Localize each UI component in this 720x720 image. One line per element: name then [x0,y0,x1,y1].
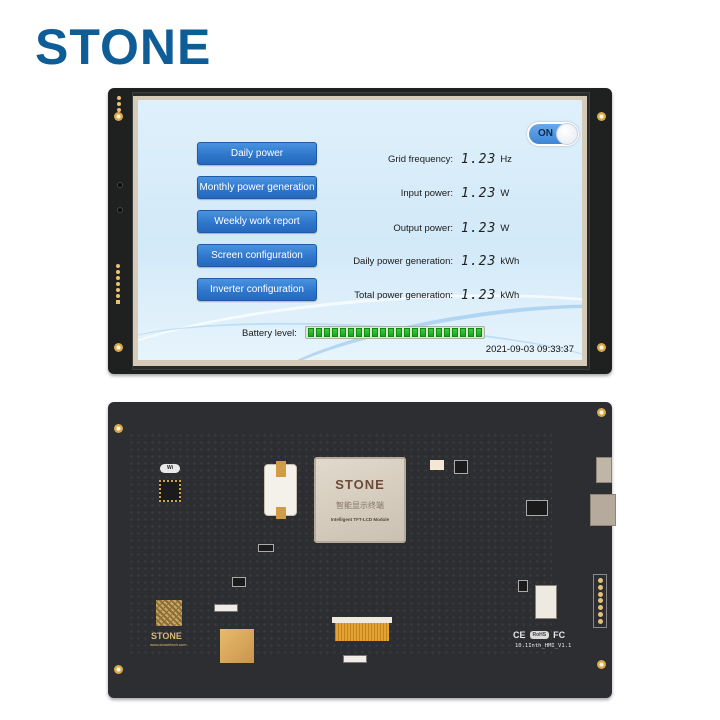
button-hole-icon [117,207,123,213]
power-toggle[interactable]: ON [527,122,579,146]
battery-segment [460,328,466,337]
ic-chip [518,580,528,592]
small-connector [214,604,238,612]
qr-code [156,600,182,626]
uart-pin-header [116,264,120,304]
ic-chip [258,544,274,552]
monthly-power-generation-button[interactable]: Monthly power generation [197,176,317,199]
battery-segment [340,328,346,337]
battery-segment [364,328,370,337]
battery-segment [348,328,354,337]
battery-segment [316,328,322,337]
metric-value: 1.23 [461,253,497,269]
mount-hole-icon [597,660,606,669]
metric-value: 1.23 [461,287,497,303]
coin-battery-holder [264,461,297,519]
mcu-chip [159,480,181,502]
fpc-connector [535,585,557,619]
battery-segment [444,328,450,337]
battery-segment [308,328,314,337]
metric-value: 1.23 [461,220,497,236]
hmi-screen: ON Daily power Monthly power generation … [138,100,582,360]
battery-label: Battery level: [242,328,297,339]
battery-segment [476,328,482,337]
metric-output-power: Output power: 1.23 W [393,220,510,236]
mount-hole-icon [114,665,123,674]
touch-screen-frame: ON Daily power Monthly power generation … [133,96,587,366]
qr-brand-label: STONE [151,631,182,641]
touch-connector [343,655,367,663]
metric-daily-power-generation: Daily power generation: 1.23 kWh [353,253,520,269]
inductor [454,460,468,474]
metric-value: 1.23 [461,151,497,167]
mount-hole-icon [597,343,606,352]
ic-chip [526,500,548,516]
battery-segment [412,328,418,337]
battery-segment [436,328,442,337]
mount-hole-icon [597,408,606,417]
wifi-badge: Wi [160,464,180,473]
jumper-pins [117,96,121,112]
stone-processor-module: STONE 智能显示终端 Intelligent TFT-LCD Module [314,457,406,543]
metric-value: 1.23 [461,185,497,201]
mount-hole-icon [597,112,606,121]
model-label: 10.1Inth_HMI_V1.1 [515,643,572,649]
ic-chip [232,577,246,587]
mount-hole-icon [114,343,123,352]
metric-total-power-generation: Total power generation: 1.23 kWh [354,287,520,303]
mount-hole-icon [114,112,123,121]
battery-segment [420,328,426,337]
metric-input-power: Input power: 1.23 W [400,185,510,201]
daily-power-button[interactable]: Daily power [197,142,317,165]
stone-logo: STONE [35,19,212,75]
button-hole-icon [117,182,123,188]
battery-segment [468,328,474,337]
weekly-work-report-button[interactable]: Weekly work report [197,210,317,233]
battery-segment [356,328,362,337]
display-module-back: Wi STONE 智能显示终端 Intelligent TFT-LCD Modu… [108,402,616,698]
battery-segment [380,328,386,337]
battery-segment [396,328,402,337]
inverter-configuration-button[interactable]: Inverter configuration [197,278,317,301]
gold-pad [220,629,254,663]
battery-segment [452,328,458,337]
usb-port[interactable] [596,457,612,483]
battery-segment [372,328,378,337]
qr-url-label: www.stoneitech.com [150,642,187,647]
toggle-knob [556,123,578,145]
toggle-label: ON [538,128,553,139]
datetime-display: 2021-09-03 09:33:37 [485,344,574,355]
battery-segment [404,328,410,337]
battery-segment [388,328,394,337]
certifications: CE RoHS FC [513,630,566,640]
connector [430,460,444,470]
battery-level-bar [305,326,485,339]
mount-hole-icon [114,424,123,433]
battery-segment [332,328,338,337]
lcd-ribbon-connector [332,617,392,641]
battery-segment [324,328,330,337]
metric-grid-frequency: Grid frequency: 1.23 Hz [388,151,512,167]
battery-segment [428,328,434,337]
sd-card-slot[interactable] [590,494,616,526]
power-pin-header [593,574,607,628]
screen-configuration-button[interactable]: Screen configuration [197,244,317,267]
